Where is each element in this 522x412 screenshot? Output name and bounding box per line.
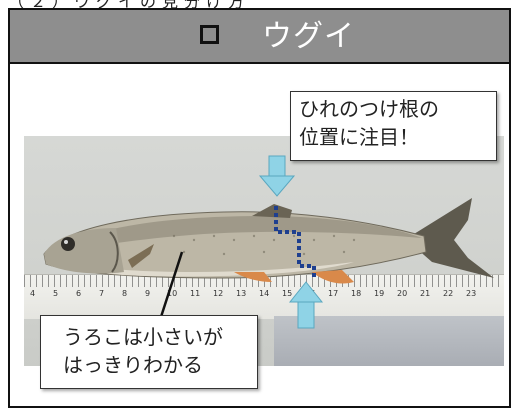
species-title: ウグイ: [262, 19, 355, 54]
ruler-number: 14: [259, 289, 270, 298]
ruler-number: 19: [374, 289, 385, 298]
tail-fin: [414, 198, 494, 278]
down-arrow-icon: [258, 155, 296, 197]
fin-position-dotted-line: [274, 206, 316, 280]
fish-back: [64, 216, 422, 252]
checkbox[interactable]: [200, 25, 219, 44]
scale-texture: [172, 234, 356, 256]
ruler-number: 23: [466, 289, 477, 298]
top-caption: （２）ウグイの見分け方: [0, 0, 522, 8]
callout-line: 位置に注目！: [299, 125, 419, 149]
ruler-number: 22: [443, 289, 454, 298]
ruler-number: 5: [53, 289, 59, 298]
ruler-number: 15: [282, 289, 293, 298]
ruler-number: 21: [420, 289, 431, 298]
callout-line: うろこは小さいが: [63, 325, 223, 349]
annotation-overlay: [158, 155, 324, 329]
gill-line: [109, 231, 119, 273]
ruler-number: 11: [190, 289, 201, 298]
ruler-number: 20: [397, 289, 408, 298]
ruler-number: 4: [30, 289, 36, 298]
pelvic-fin: [234, 272, 272, 282]
card-header: ウグイ: [10, 10, 509, 64]
fin-position-callout: ひれのつけ根の 位置に注目！: [290, 91, 497, 161]
anal-fin: [312, 270, 354, 284]
pointer-line: [158, 251, 184, 321]
scales-callout: うろこは小さいが はっきりわかる: [40, 315, 258, 389]
pectoral-fin: [128, 244, 154, 268]
ruler-number: 10: [167, 289, 178, 298]
top-caption-text: （２）ウグイの見分け方: [8, 0, 250, 8]
ruler-number: 9: [145, 289, 151, 298]
ruler-number: 18: [351, 289, 362, 298]
ruler-number: 17: [328, 289, 339, 298]
dorsal-fin: [252, 204, 292, 218]
fish-eye-highlight: [64, 240, 68, 244]
fish-belly: [64, 262, 354, 277]
callout-line: はっきりわかる: [63, 353, 203, 377]
ruler-number: 6: [76, 289, 82, 298]
ruler-number: 13: [236, 289, 247, 298]
ruler-number: 7: [99, 289, 105, 298]
callout-line: ひれのつけ根の: [299, 97, 439, 121]
ruler-number: 12: [213, 289, 224, 298]
ruler-number: 8: [122, 289, 128, 298]
fish-illustration: [43, 198, 494, 284]
fish-eye: [61, 237, 75, 251]
species-card: ウグイ 4 5 6 7 8 9 10 11 12 13 14 15 16 17 …: [8, 8, 511, 408]
up-arrow-icon: [288, 281, 324, 329]
